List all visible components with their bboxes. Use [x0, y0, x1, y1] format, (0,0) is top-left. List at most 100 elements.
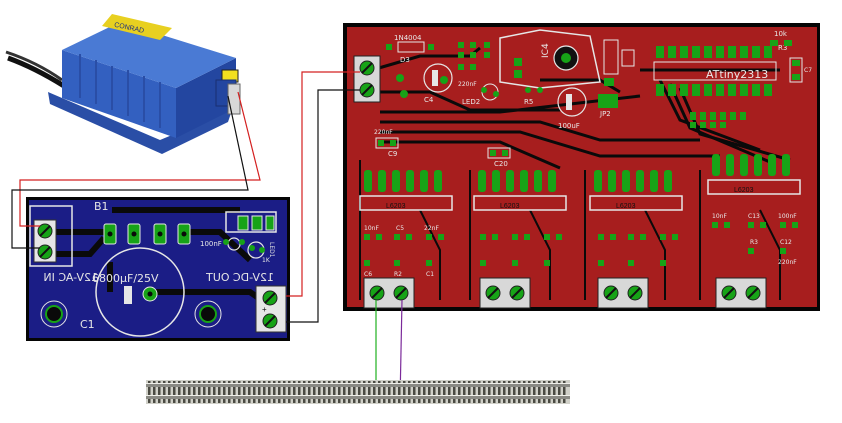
- rail-sleeper: [308, 381, 311, 403]
- rail-sleeper: [198, 381, 201, 403]
- driver-block-1: L6203: [359, 170, 453, 211]
- rail-sleeper: [378, 381, 381, 403]
- rail-sleeper: [498, 381, 501, 403]
- rail-sleeper: [408, 381, 411, 403]
- rail-sleeper: [343, 381, 346, 403]
- rail-sleeper: [403, 381, 406, 403]
- channel-label: C12: [780, 239, 792, 246]
- label-1n4004: 1N4004: [394, 34, 422, 42]
- rail-sleeper: [323, 381, 326, 403]
- screw-terminal-icon: [597, 277, 649, 309]
- rail-sleeper: [458, 381, 461, 403]
- rail-sleeper: [178, 381, 181, 403]
- rail-sleeper: [203, 381, 206, 403]
- channel-label: 220nF: [778, 259, 797, 266]
- rail-sleeper: [443, 381, 446, 403]
- rail-sleeper: [283, 381, 286, 403]
- rail-sleeper: [173, 381, 176, 403]
- wire-dc-red: [286, 71, 360, 297]
- screw-terminal-icon: [353, 55, 381, 103]
- rail-sleeper: [463, 381, 466, 403]
- channel-label: C6: [364, 271, 372, 278]
- svg-text:+: +: [262, 305, 267, 314]
- channel-label: R3: [750, 239, 758, 246]
- rail-sleeper: [248, 381, 251, 403]
- rail-sleeper: [508, 381, 511, 403]
- screw-terminal-icon: [33, 219, 57, 263]
- label-ic-block-4: L6203: [734, 187, 754, 194]
- label-r: 1K: [262, 257, 271, 264]
- rail-sleeper: [483, 381, 486, 403]
- rail-sleeper: [278, 381, 281, 403]
- wire-ac-red: [19, 91, 261, 227]
- rail-sleeper: [148, 381, 151, 403]
- rail-sleeper: [553, 381, 556, 403]
- rail-sleeper: [158, 381, 161, 403]
- label-10k: 10k: [774, 30, 788, 38]
- rail-sleeper: [428, 381, 431, 403]
- label-ic-block-3: L6203: [616, 203, 636, 210]
- channel-label: C13: [748, 213, 760, 220]
- rail-sleeper: [293, 381, 296, 403]
- label-220nf-top: 220nF: [458, 81, 477, 88]
- power-pcb: B1 100nF LED1 1K 6800µF/25V C1 12V-AC IN…: [26, 197, 290, 341]
- rail-sleeper: [503, 381, 506, 403]
- rail-sleeper: [183, 381, 186, 403]
- rail-sleeper: [383, 381, 386, 403]
- rail-sleeper: [313, 381, 316, 403]
- label-c9: C9: [388, 150, 397, 158]
- rail-sleeper: [353, 381, 356, 403]
- channel-label: 10nF: [712, 213, 727, 220]
- screw-terminal-icon: [715, 277, 767, 309]
- label-100uf: 100uF: [558, 122, 580, 130]
- label-ic4: IC4: [541, 43, 551, 58]
- label-mcu: ATtiny2313: [706, 68, 768, 81]
- rail-sleeper: [318, 381, 321, 403]
- rail-sleeper: [493, 381, 496, 403]
- channel-label: 10nF: [364, 225, 379, 232]
- label-r3: R3: [778, 44, 787, 52]
- rail-sleeper: [373, 381, 376, 403]
- rail-track-icon: [146, 380, 570, 404]
- rail-sleeper: [433, 381, 436, 403]
- rail-sleeper: [558, 381, 561, 403]
- rail-sleeper: [398, 381, 401, 403]
- label-ac-in: 12V-AC IN: [43, 271, 98, 284]
- label-dc-out: 12V-DC OUT: [206, 271, 274, 284]
- rail-sleeper: [393, 381, 396, 403]
- label-small-cap: 100nF: [200, 240, 222, 248]
- rail-sleeper: [168, 381, 171, 403]
- controller-pcb: 1N4004 D3 C4 IC4 100uF JP2 LED2 R5: [343, 23, 820, 311]
- rail-sleeper: [518, 381, 521, 403]
- rail-sleeper: [263, 381, 266, 403]
- channel-label: R2: [394, 271, 402, 278]
- channel-label: 100nF: [778, 213, 797, 220]
- rail-sleeper: [223, 381, 226, 403]
- screw-terminal-icon: +: [255, 285, 287, 333]
- rail-sleeper: [438, 381, 441, 403]
- rail-sleeper: [258, 381, 261, 403]
- rail-sleeper: [363, 381, 366, 403]
- label-d3: D3: [400, 56, 410, 64]
- rail-sleeper: [478, 381, 481, 403]
- rail-sleeper: [538, 381, 541, 403]
- channel-label: C5: [396, 225, 404, 232]
- label-220nf-c9: 220nF: [374, 129, 393, 136]
- rail-sleeper: [513, 381, 516, 403]
- rail-sleeper: [523, 381, 526, 403]
- label-led: LED1: [268, 242, 275, 258]
- rail-sleeper: [348, 381, 351, 403]
- rail-sleeper: [243, 381, 246, 403]
- mounting-hole-left: [40, 300, 68, 328]
- rail-sleeper: [253, 381, 256, 403]
- rail-sleeper: [543, 381, 546, 403]
- rail-sleeper: [328, 381, 331, 403]
- wire-ac-black: [11, 95, 249, 249]
- screw-terminal-icon: [363, 277, 415, 309]
- wire-dc-black: [286, 89, 360, 323]
- rail-sleeper: [563, 381, 566, 403]
- rail-sleeper: [473, 381, 476, 403]
- rail-sleeper: [188, 381, 191, 403]
- mounting-hole-right: [194, 300, 222, 328]
